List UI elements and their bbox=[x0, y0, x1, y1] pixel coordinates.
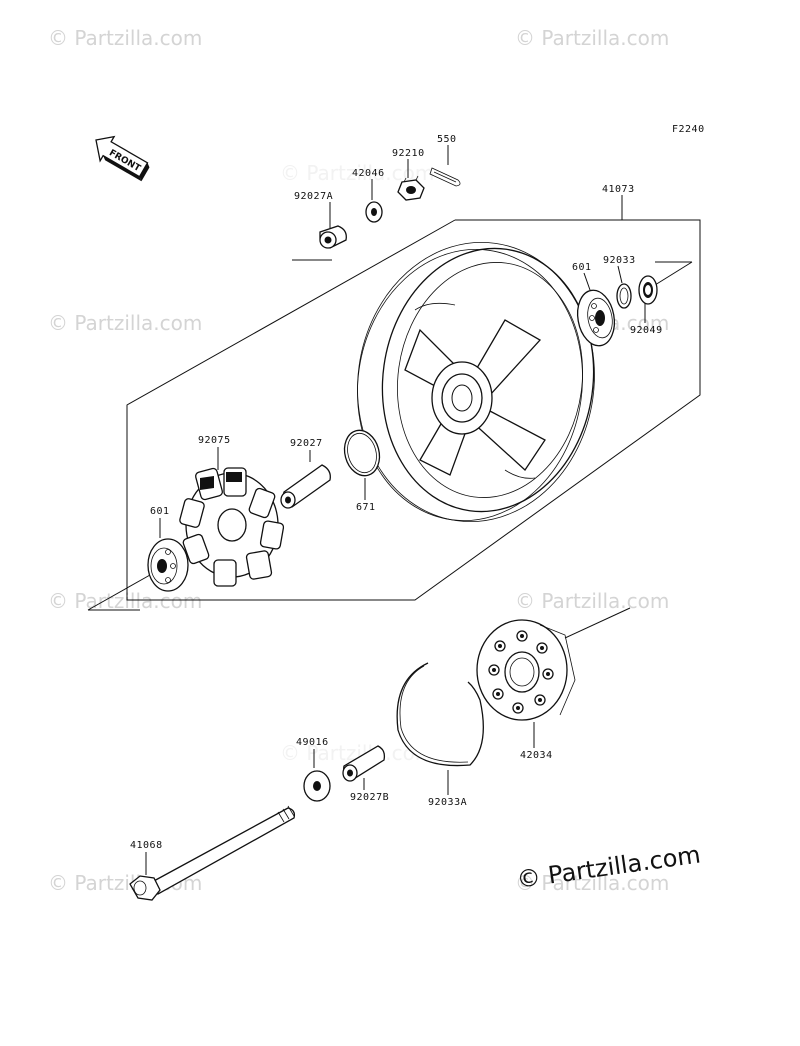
label-92033: 92033 bbox=[603, 255, 636, 284]
label-49016: 49016 bbox=[296, 737, 329, 768]
label-92210: 92210 bbox=[392, 148, 425, 178]
svg-text:42046: 42046 bbox=[352, 168, 385, 179]
watermark-text: © Partzilla.com bbox=[48, 589, 202, 613]
bearing-left-part bbox=[147, 538, 189, 592]
watermark-text: © Partzilla.com bbox=[48, 26, 202, 50]
svg-text:601: 601 bbox=[572, 262, 592, 273]
label-92027: 92027 bbox=[290, 438, 323, 462]
leader-line bbox=[654, 261, 693, 286]
collar-92027b-part bbox=[342, 745, 386, 782]
o-ring-part bbox=[343, 429, 381, 477]
bearing-top-part bbox=[576, 289, 616, 347]
svg-text:92210: 92210 bbox=[392, 148, 425, 159]
watermark-text: © Partzilla.com bbox=[515, 26, 669, 50]
cotter-pin-part bbox=[429, 167, 461, 187]
svg-text:92027: 92027 bbox=[290, 438, 323, 449]
label-550: 550 bbox=[437, 134, 457, 165]
figure-code: F2240 bbox=[672, 124, 705, 135]
svg-text:42034: 42034 bbox=[520, 750, 553, 761]
circlip-top-part bbox=[616, 283, 632, 309]
svg-text:92075: 92075 bbox=[198, 435, 231, 446]
svg-text:49016: 49016 bbox=[296, 737, 329, 748]
collar-part bbox=[365, 201, 383, 223]
coupling-part bbox=[476, 619, 576, 721]
label-601-top: 601 bbox=[572, 262, 592, 291]
label-92033a: 92033A bbox=[428, 770, 467, 808]
label-41068: 41068 bbox=[130, 840, 163, 875]
leader-line bbox=[564, 607, 631, 639]
svg-text:92027B: 92027B bbox=[350, 792, 389, 803]
label-92027a: 92027A bbox=[294, 191, 333, 228]
label-601-left: 601 bbox=[150, 506, 170, 538]
label-92075: 92075 bbox=[198, 435, 231, 470]
leader-line bbox=[87, 574, 151, 611]
washer-part bbox=[303, 770, 331, 802]
svg-text:41068: 41068 bbox=[130, 840, 163, 851]
watermark-text: © Partzilla.com bbox=[515, 589, 669, 613]
label-41073: 41073 bbox=[602, 184, 635, 220]
watermark-text: © Partzilla.com bbox=[48, 311, 202, 335]
svg-text:550: 550 bbox=[437, 134, 457, 145]
label-92027b: 92027B bbox=[350, 778, 389, 803]
oil-seal-part bbox=[638, 275, 658, 305]
svg-text:92027A: 92027A bbox=[294, 191, 333, 202]
collar-tube-part bbox=[280, 464, 331, 509]
castle-nut-part bbox=[397, 175, 425, 201]
label-42034: 42034 bbox=[520, 722, 553, 761]
watermark-text: © Partzilla.com bbox=[515, 871, 669, 895]
axle-part bbox=[129, 805, 296, 901]
front-arrow-icon: FRONT bbox=[95, 135, 150, 182]
large-circlip-part bbox=[396, 662, 484, 767]
collar-92027a-part bbox=[319, 225, 347, 249]
svg-text:92033: 92033 bbox=[603, 255, 636, 266]
svg-text:92033A: 92033A bbox=[428, 797, 467, 808]
svg-text:601: 601 bbox=[150, 506, 170, 517]
label-42046: 42046 bbox=[352, 168, 385, 200]
wheel-rim-part bbox=[357, 241, 595, 523]
label-671: 671 bbox=[356, 478, 376, 513]
svg-text:92049: 92049 bbox=[630, 325, 663, 336]
damper-part bbox=[179, 467, 285, 587]
wheel-assembly-outline bbox=[126, 219, 701, 601]
svg-text:41073: 41073 bbox=[602, 184, 635, 195]
svg-text:671: 671 bbox=[356, 502, 376, 513]
